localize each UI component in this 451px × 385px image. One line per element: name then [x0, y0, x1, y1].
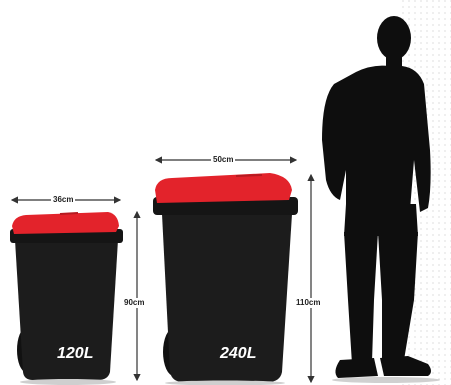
bin-240l-height-label: 110cm — [294, 298, 322, 308]
bin-120l-width-label: 36cm — [51, 195, 75, 205]
bin-240l-width-label: 50cm — [211, 155, 235, 165]
bin-240l-lid — [155, 173, 292, 203]
bin-120l-capacity-label: 120L — [57, 345, 93, 363]
bin-120l-height-label: 90cm — [122, 298, 146, 308]
bin-120l-lid — [12, 212, 119, 234]
bin-240l-capacity-label: 240L — [220, 345, 256, 363]
